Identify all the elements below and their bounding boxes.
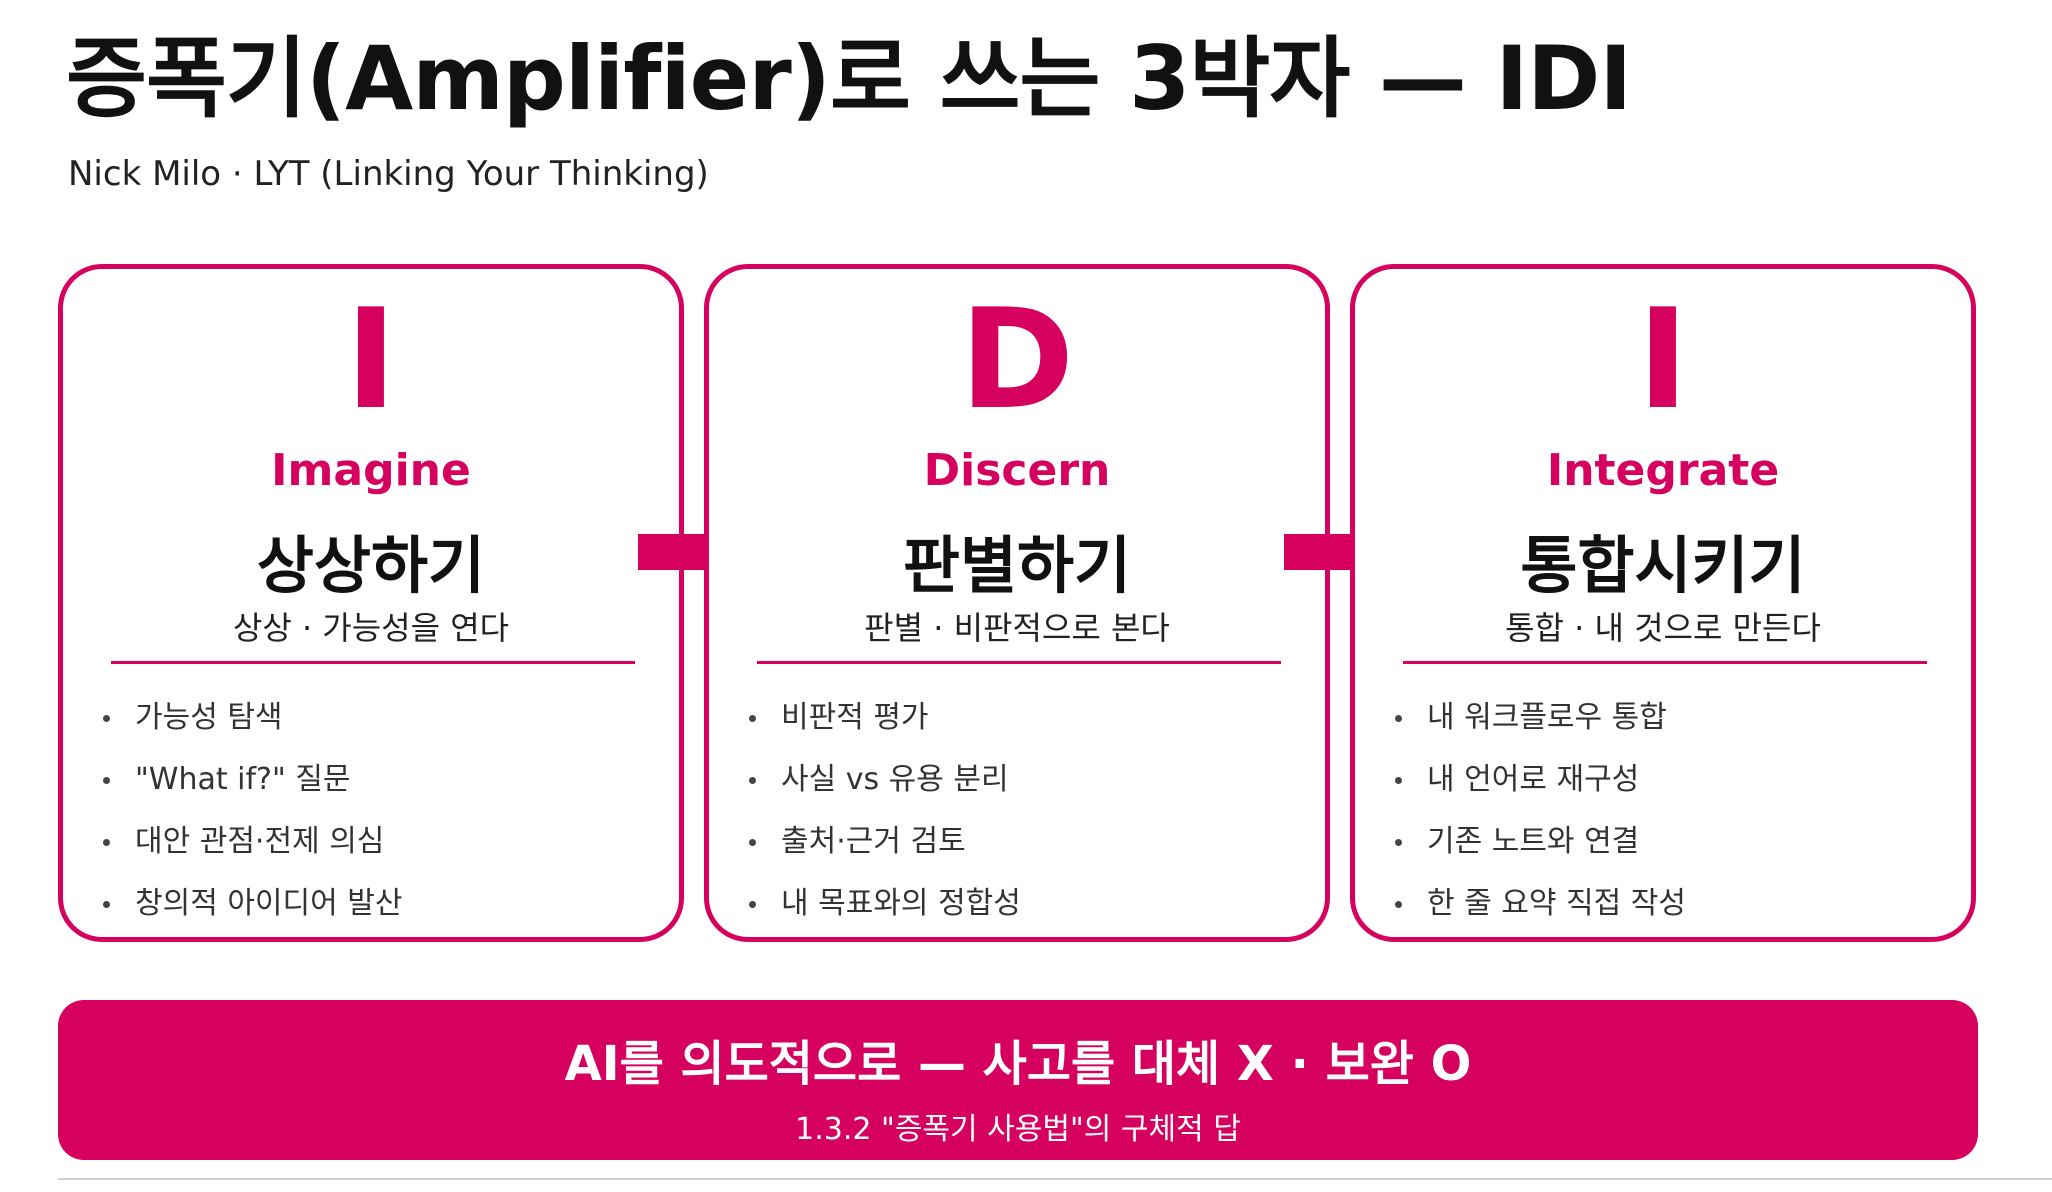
list-item: 기존 노트와 연결 [1389,811,1951,873]
card-description: 상상 · 가능성을 연다 [232,609,510,647]
summary-banner: AI를 의도적으로 — 사고를 대체 X · 보완 O 1.3.2 "증폭기 사… [58,1000,1978,1160]
banner-headline: AI를 의도적으로 — 사고를 대체 X · 보완 O [564,1036,1472,1092]
banner-caption: 1.3.2 "증폭기 사용법"의 구체적 답 [795,1112,1241,1147]
page-subtitle: Nick Milo · LYT (Linking Your Thinking) [68,154,709,194]
list-item: 비판적 평가 [743,687,1305,749]
page-title: 증폭기(Amplifier)로 쓰는 3박자 — IDI [66,27,1632,130]
card-description: 통합 · 내 것으로 만든다 [1505,609,1821,647]
card-letter: I [1637,279,1689,440]
card-korean-title: 판별하기 [902,529,1132,602]
list-item: 내 워크플로우 통합 [1389,687,1951,749]
list-item: 한 줄 요약 직접 작성 [1389,873,1951,935]
list-item: 가능성 탐색 [97,687,659,749]
list-item: 내 언어로 재구성 [1389,749,1951,811]
card-discern: D Discern 판별하기 판별 · 비판적으로 본다 비판적 평가 사실 v… [704,264,1330,942]
card-korean-title: 상상하기 [256,529,486,602]
list-item: 사실 vs 유용 분리 [743,749,1305,811]
list-item: 창의적 아이디어 발산 [97,873,659,935]
card-english-title: Integrate [1546,445,1780,496]
card-divider [111,661,635,664]
card-description: 판별 · 비판적으로 본다 [864,609,1170,647]
card-bullet-list: 내 워크플로우 통합 내 언어로 재구성 기존 노트와 연결 한 줄 요약 직접… [1389,687,1951,935]
card-imagine: I Imagine 상상하기 상상 · 가능성을 연다 가능성 탐색 "What… [58,264,684,942]
card-korean-title: 통합시키기 [1520,529,1806,602]
card-bullet-list: 가능성 탐색 "What if?" 질문 대안 관점·전제 의심 창의적 아이디… [97,687,659,935]
card-divider [757,661,1281,664]
card-english-title: Discern [923,445,1111,496]
list-item: 출처·근거 검토 [743,811,1305,873]
list-item: 대안 관점·전제 의심 [97,811,659,873]
card-divider [1403,661,1927,664]
list-item: 내 목표와의 정합성 [743,873,1305,935]
bottom-divider [58,1178,2052,1180]
card-letter: D [959,279,1075,440]
card-letter: I [345,279,397,440]
card-integrate: I Integrate 통합시키기 통합 · 내 것으로 만든다 내 워크플로우… [1350,264,1976,942]
list-item: "What if?" 질문 [97,749,659,811]
card-english-title: Imagine [271,445,471,496]
card-bullet-list: 비판적 평가 사실 vs 유용 분리 출처·근거 검토 내 목표와의 정합성 [743,687,1305,935]
